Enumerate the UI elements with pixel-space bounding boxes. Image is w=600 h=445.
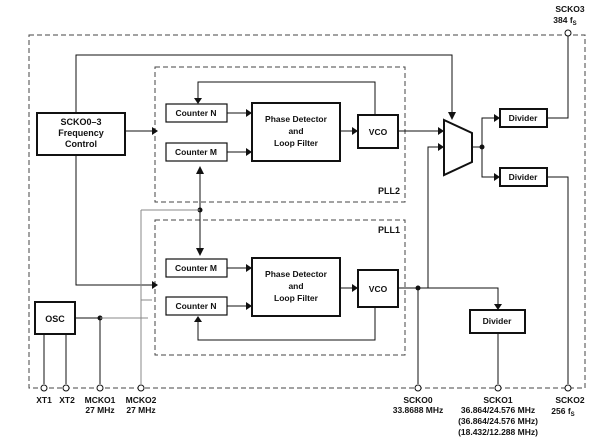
- pin-scko2-sub: S: [571, 412, 575, 418]
- divider-low: [469, 309, 526, 334]
- pin-scko1: [494, 384, 502, 392]
- arrow-into-div-mid: [494, 173, 500, 181]
- arrow-into-div-top: [494, 114, 500, 122]
- wire-div-mid-to-scko2: [547, 176, 569, 384]
- pin-scko0: [414, 384, 422, 392]
- pin-mcko1-label: MCKO1: [85, 395, 116, 405]
- pll2-pd-line2: and: [288, 126, 303, 136]
- wire-to-div-top: [481, 117, 494, 147]
- pll1-vco: [357, 269, 399, 308]
- pll2-label: PLL2: [378, 186, 400, 196]
- arrow-pll2-cn-to-pd: [246, 109, 252, 117]
- pin-scko1-freq1: 36.864/24.576 MHz: [461, 405, 535, 415]
- pin-scko2-fs: 256 f: [551, 406, 571, 416]
- pll1-counter-n: [165, 296, 228, 316]
- wire-pll2-feedback: [197, 81, 376, 115]
- pll2-counter-n-label: Counter N: [175, 108, 216, 118]
- divider-low-label: Divider: [483, 316, 513, 326]
- pin-scko2: [564, 384, 572, 392]
- arrow-link-down: [196, 248, 204, 256]
- arrow-pll1-cm-to-pd: [246, 264, 252, 272]
- pll2-counter-m: [165, 142, 228, 162]
- pin-xt1: [40, 384, 48, 392]
- pin-xt2: [62, 384, 70, 392]
- wire-pll1-to-mux: [427, 146, 438, 288]
- pll1-pd-line3: Loop Filter: [274, 293, 319, 303]
- pll1-counter-m: [165, 258, 228, 278]
- osc-block: [34, 301, 76, 335]
- clock-mux: [443, 118, 473, 177]
- divider-top-label: Divider: [509, 113, 539, 123]
- divider-top: [499, 108, 548, 128]
- arrow-pll1-to-mux: [438, 143, 444, 151]
- pin-xt1-label: XT1: [36, 395, 52, 405]
- scko-control-line2: Frequency: [58, 128, 104, 138]
- pin-mcko1: [96, 384, 104, 392]
- pin-mcko2-freq: 27 MHz: [126, 405, 155, 415]
- pin-scko1-freq2: (36.864/24.576 MHz): [458, 416, 538, 426]
- pll1-vco-label: VCO: [369, 284, 388, 294]
- wire-top-to-mux: [75, 54, 453, 118]
- pin-scko3-freq: 384 fS: [553, 15, 576, 27]
- pin-scko3-label: SCKO3: [555, 4, 585, 14]
- wire-ctrl-to-pll1: [75, 150, 152, 286]
- osc-label: OSC: [45, 314, 65, 324]
- arrow-pll1-feedback: [194, 316, 202, 322]
- pin-scko0-freq: 33.8688 MHz: [393, 405, 444, 415]
- pin-scko3-fs: 384 f: [553, 15, 573, 25]
- pll1-phase-detector: [251, 257, 341, 317]
- pin-scko2-label: SCKO2: [555, 395, 585, 405]
- pll2-phase-detector: [251, 102, 341, 162]
- pll1-label: PLL1: [378, 225, 400, 235]
- pll2-region: [154, 66, 406, 203]
- pin-mcko2-label: MCKO2: [126, 395, 157, 405]
- pll1-pd-line1: Phase Detector: [265, 269, 328, 279]
- wire-pll1-to-div-low: [428, 287, 499, 306]
- pin-scko1-freq3: (18.432/12.288 MHz): [458, 427, 538, 437]
- pin-mcko2: [137, 384, 145, 392]
- wire-div-top-to-scko3: [547, 36, 569, 119]
- pin-scko0-label: SCKO0: [403, 395, 433, 405]
- pin-scko3-sub: S: [573, 21, 577, 27]
- pin-scko3: [564, 29, 572, 37]
- arrow-link-up: [196, 166, 204, 174]
- arrow-ctrl-to-pll2: [152, 127, 158, 135]
- wire-to-div-mid: [481, 147, 494, 178]
- pll2-vco: [357, 114, 399, 149]
- wire-pll1-feedback: [197, 308, 376, 341]
- pll2-pd-line3: Loop Filter: [274, 138, 319, 148]
- pin-xt2-label: XT2: [59, 395, 75, 405]
- pin-scko2-freq: 256 fS: [551, 406, 574, 418]
- scko-control-line3: Control: [65, 139, 97, 149]
- arrow-pll2-pd-to-vco: [352, 127, 358, 135]
- pll2-counter-n: [165, 103, 228, 123]
- arrow-pll1-pd-to-vco: [352, 284, 358, 292]
- scko-control-line1: SCKO0–3: [60, 117, 101, 127]
- pll1-counter-m-label: Counter M: [175, 263, 217, 273]
- arrow-pll2-feedback: [194, 98, 202, 104]
- divider-mid-label: Divider: [509, 172, 539, 182]
- chip-boundary: [28, 34, 586, 389]
- pin-mcko1-freq: 27 MHz: [85, 405, 114, 415]
- arrow-ctrl-to-pll1: [152, 281, 158, 289]
- pll1-pd-line2: and: [288, 281, 303, 291]
- pll2-counter-m-label: Counter M: [175, 147, 217, 157]
- divider-mid: [499, 167, 548, 187]
- arrow-pll2-vco-to-mux: [438, 127, 444, 135]
- pll2-pd-line1: Phase Detector: [265, 114, 328, 124]
- pin-scko1-label: SCKO1: [483, 395, 513, 405]
- pll1-counter-n-label: Counter N: [175, 301, 216, 311]
- arrow-into-div-low: [494, 304, 502, 310]
- arrow-pll1-cn-to-pd: [246, 302, 252, 310]
- scko-frequency-control-block: [36, 112, 126, 156]
- pll2-vco-label: VCO: [369, 127, 388, 137]
- arrow-pll2-cm-to-pd: [246, 148, 252, 156]
- pll1-region: [154, 219, 406, 356]
- arrow-top-into-mux: [448, 112, 456, 120]
